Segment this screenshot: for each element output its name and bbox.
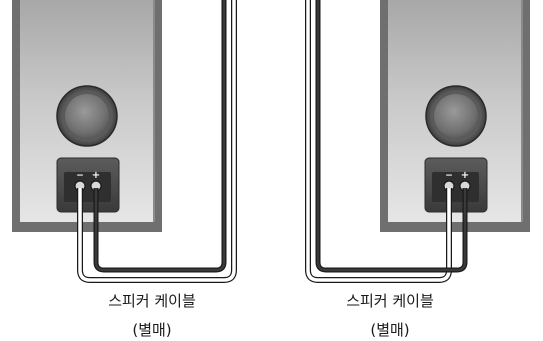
terminal-recess — [432, 172, 479, 202]
speaker-left: − + — [12, 0, 162, 232]
terminal-recess — [64, 172, 111, 202]
terminal-plus-label: + — [461, 170, 469, 181]
cable-wire-light-core — [78, 0, 236, 282]
cable-note-left: (별매) — [132, 321, 172, 339]
terminal-plus-label: + — [92, 170, 100, 181]
woofer-cone — [65, 94, 109, 138]
speaker-cable-right — [305, 0, 468, 283]
cable-note-right: (별매) — [370, 321, 410, 339]
speaker-cable-left — [77, 0, 237, 283]
terminal-minus-label: − — [445, 171, 453, 181]
cable-label-left: 스피커 케이블 — [108, 292, 196, 310]
cable-wire-dark-inner — [94, 0, 226, 272]
terminal-minus-label: − — [76, 171, 84, 181]
cable-label-right: 스피커 케이블 — [346, 292, 434, 310]
cable-wire-dark-inner — [316, 0, 467, 272]
speaker-right: − + — [380, 0, 530, 232]
cable-wire-light-core — [306, 0, 451, 282]
woofer-cone — [434, 94, 478, 138]
